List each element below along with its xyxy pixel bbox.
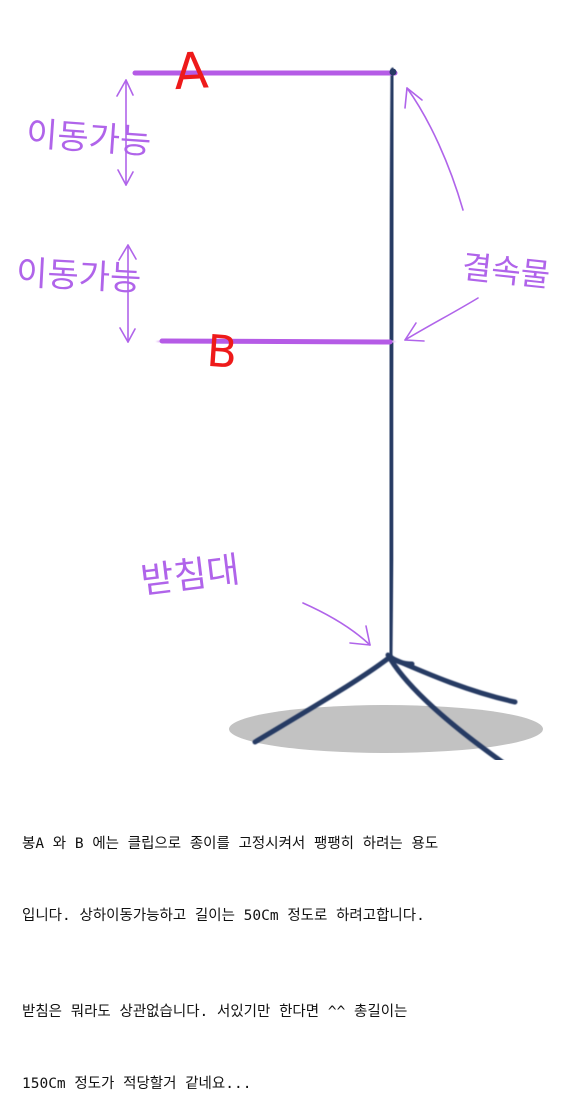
vertical-pole — [387, 67, 396, 658]
movable-upper-arrow — [116, 79, 134, 186]
description-text: 봉A 와 B 에는 클립으로 종이를 고정시켜서 팽팽히 하려는 용도 입니다.… — [22, 784, 567, 1120]
caption-line-2: 입니다. 상하이동가능하고 길이는 50Cm 정도로 하려고합니다. — [22, 908, 425, 924]
movable-upper-label: 이동가능 — [25, 114, 153, 163]
joint-arrow-upper — [404, 87, 464, 211]
floor-shadow — [229, 705, 543, 753]
stand-label: 받침대 — [138, 550, 242, 603]
stand-arrow — [302, 602, 371, 646]
caption-line-4: 150Cm 정도가 적당할거 같네요... — [22, 1076, 252, 1092]
leg-front — [388, 657, 504, 760]
rod-b — [157, 336, 395, 347]
leg-back — [385, 652, 415, 667]
base-legs — [252, 652, 518, 760]
movable-lower-label: 이동가능 — [15, 253, 142, 299]
stand-sketch: A B 이동가능 이동가능 결속물 받침대 — [15, 41, 552, 760]
caption-line-1: 봉A 와 B 에는 클립으로 종이를 고정시켜서 팽팽히 하려는 용도 — [22, 836, 439, 852]
rod-a-label: A — [173, 41, 210, 101]
movable-lower-arrow — [118, 244, 137, 343]
rod-a-joint — [389, 68, 397, 76]
caption-line-3: 받침은 뭐라도 상관없습니다. 서있기만 한다면 ^^ 총길이는 — [22, 1004, 408, 1020]
leg-left — [252, 654, 393, 745]
joint-arrow-lower — [404, 297, 479, 342]
rod-b-label: B — [205, 326, 239, 379]
joint-label: 결속물 — [460, 248, 552, 295]
